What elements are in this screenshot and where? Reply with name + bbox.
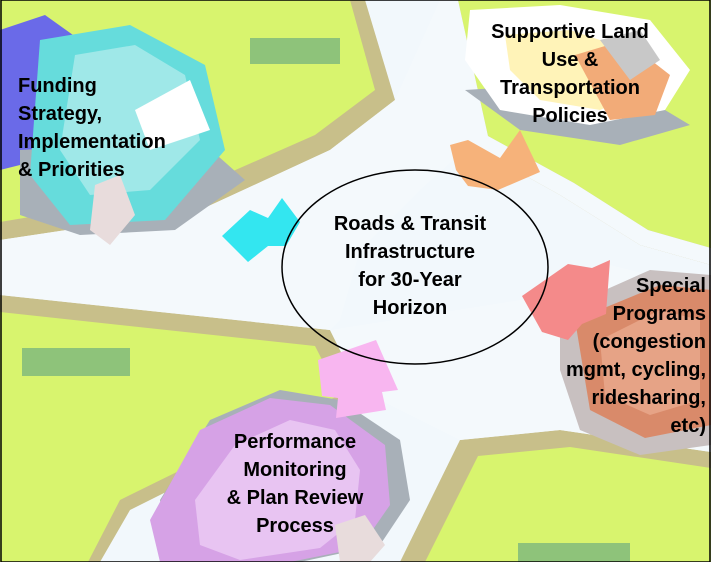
special-line-6: etc) (670, 415, 706, 437)
special-line-3: (congestion (592, 331, 706, 353)
land-use-cluster (465, 5, 690, 145)
performance-label: Performance Monitoring & Plan Review Pro… (185, 428, 405, 540)
grass-block-bottom-right (400, 430, 711, 562)
funding-line-4: & Priorities (18, 159, 125, 181)
funding-cluster (0, 15, 245, 245)
special-line-1: Special (635, 275, 706, 297)
performance-line-2: Monitoring (243, 459, 347, 481)
arrow-from-land-use (450, 130, 540, 190)
funding-line-3: Implementation (18, 131, 166, 153)
arrow-from-special (522, 260, 610, 340)
performance-line-3: & Plan Review (226, 487, 364, 509)
grass-patch (22, 348, 130, 376)
grass-patch (518, 543, 630, 562)
special-line-4: mgmt, cycling, (565, 359, 706, 381)
land-use-line-4: Policies (532, 105, 608, 127)
land-use-label: Supportive Land Use & Transportation Pol… (470, 18, 670, 130)
center-oval (281, 169, 549, 365)
funding-line-2: Strategy, (18, 103, 103, 125)
grass-block-bottom-left (0, 295, 360, 562)
special-cluster (560, 270, 711, 455)
center-label: Roads & Transit Infrastructure for 30-Ye… (310, 210, 510, 322)
center-line-1: Roads & Transit (333, 213, 487, 235)
special-line-2: Programs (612, 303, 706, 325)
land-use-line-3: Transportation (499, 77, 640, 99)
land-use-line-1: Supportive Land (491, 21, 649, 43)
special-label: Special Programs (congestion mgmt, cycli… (550, 272, 706, 440)
arrow-from-funding (222, 198, 300, 262)
performance-cluster (150, 390, 410, 562)
funding-line-1: Funding (18, 75, 97, 97)
center-line-3: for 30-Year (358, 269, 462, 291)
performance-line-4: Process (256, 515, 334, 537)
grass-patch (250, 38, 340, 64)
center-line-4: Horizon (372, 297, 448, 319)
special-line-5: ridesharing, (591, 387, 706, 409)
land-use-line-2: Use & (541, 49, 599, 71)
performance-line-1: Performance (233, 431, 357, 453)
center-line-2: Infrastructure (344, 241, 476, 263)
funding-label: Funding Strategy, Implementation & Prior… (18, 72, 218, 184)
